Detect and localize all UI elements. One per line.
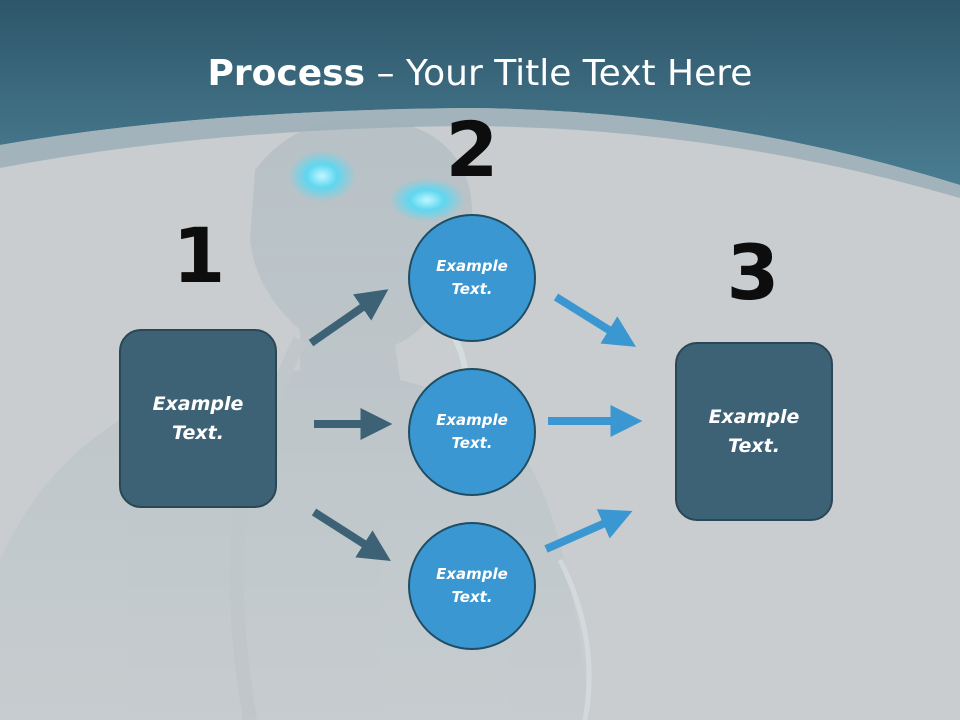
title-rest: – Your Title Text Here	[365, 53, 753, 94]
step-number-2: 2	[445, 105, 499, 194]
step-2-label-bottom: Example Text.	[436, 565, 508, 606]
step-number-3: 3	[726, 228, 780, 317]
header-band	[0, 0, 960, 185]
arrow-1-to-2-bottom	[311, 508, 391, 562]
step-2-label-top: Example Text.	[436, 257, 508, 298]
glow-eye-right	[389, 178, 465, 222]
arrow-2-top-to-3	[553, 293, 637, 347]
step-2-circle-middle: Example Text.	[408, 368, 536, 496]
glow-eye-left	[288, 150, 356, 202]
arrow-1-to-2-top	[308, 289, 389, 347]
title-bold: Process	[207, 53, 366, 94]
step-2-circle-top: Example Text.	[408, 214, 536, 342]
header-swoosh	[0, 108, 960, 198]
step-3-label: Example Text.	[708, 405, 800, 457]
step-number-1: 1	[172, 211, 226, 300]
step-3-box: Example Text.	[675, 342, 833, 521]
step-1-label: Example Text.	[152, 392, 244, 444]
step-2-label-middle: Example Text.	[436, 411, 508, 452]
step-2-circle-bottom: Example Text.	[408, 522, 536, 650]
arrow-2-bottom-to-3	[544, 509, 633, 553]
step-1-box: Example Text.	[119, 329, 277, 508]
slide-title: Process – Your Title Text Here	[0, 52, 960, 96]
